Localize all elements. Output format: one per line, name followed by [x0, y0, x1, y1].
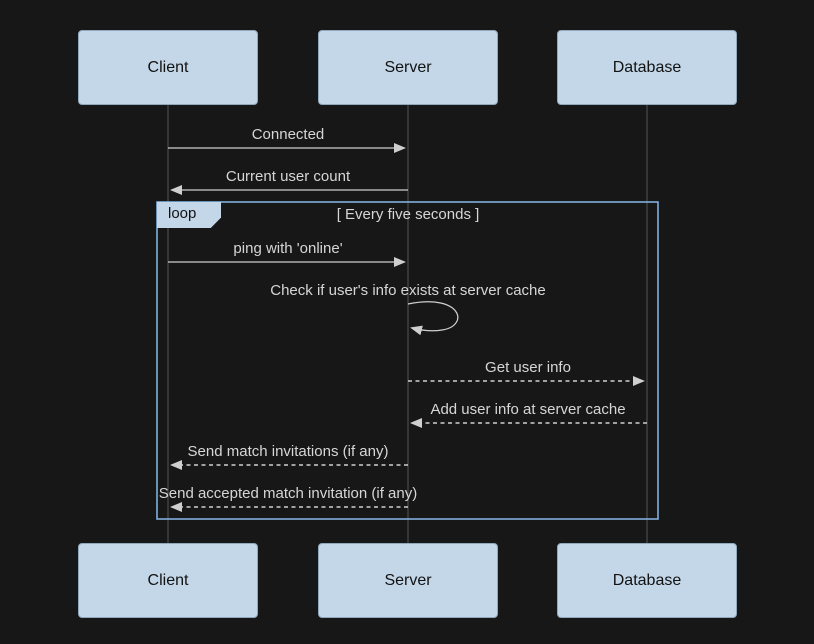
message-label-current-user-count: Current user count [225, 168, 351, 185]
loop-frame [156, 201, 659, 520]
actor-database-bottom: Database [557, 543, 737, 618]
message-label-connected: Connected [251, 126, 325, 143]
message-label-send-accepted-match-invitation: Send accepted match invitation (if any) [158, 485, 418, 502]
message-label-check-cache: Check if user's info exists at server ca… [270, 282, 546, 299]
actor-client-bottom: Client [78, 543, 258, 618]
arrow-self-loop-check-cache [407, 301, 459, 336]
actor-label: Database [612, 58, 682, 76]
message-label-add-user-info: Add user info at server cache [430, 401, 626, 418]
message-label-ping-with-online: ping with 'online' [233, 240, 343, 257]
message-label-send-match-invitations: Send match invitations (if any) [187, 443, 389, 460]
message-label-get-user-info: Get user info [485, 359, 571, 376]
loop-condition-text: [ Every five seconds ] [336, 206, 480, 223]
actor-label: Server [384, 571, 432, 589]
actor-server-top: Server [318, 30, 498, 105]
actor-database-top: Database [557, 30, 737, 105]
actor-label: Database [612, 571, 682, 589]
actor-server-bottom: Server [318, 543, 498, 618]
loop-label-tab: loop [157, 202, 221, 228]
actor-client-top: Client [78, 30, 258, 105]
actor-label: Server [384, 58, 432, 76]
actor-label: Client [147, 571, 189, 589]
actor-label: Client [147, 58, 189, 76]
